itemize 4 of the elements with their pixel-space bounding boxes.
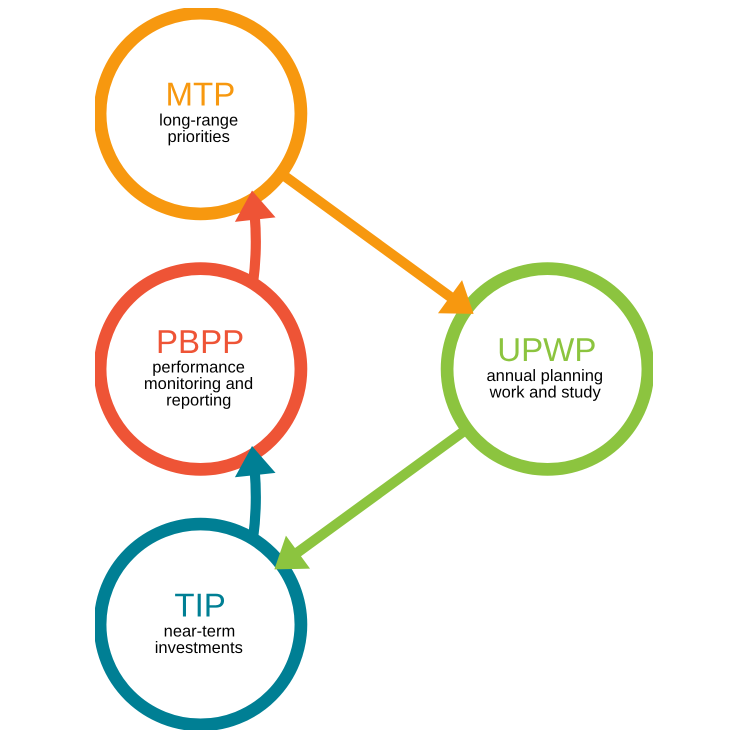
node-circle: PBPP performance monitoring and reporting <box>95 262 308 476</box>
node-circle: TIP near-term investments <box>95 518 308 730</box>
node-circle: MTP long-range priorities <box>95 8 308 220</box>
node-circle: UPWP annual planning work and study <box>440 262 653 476</box>
